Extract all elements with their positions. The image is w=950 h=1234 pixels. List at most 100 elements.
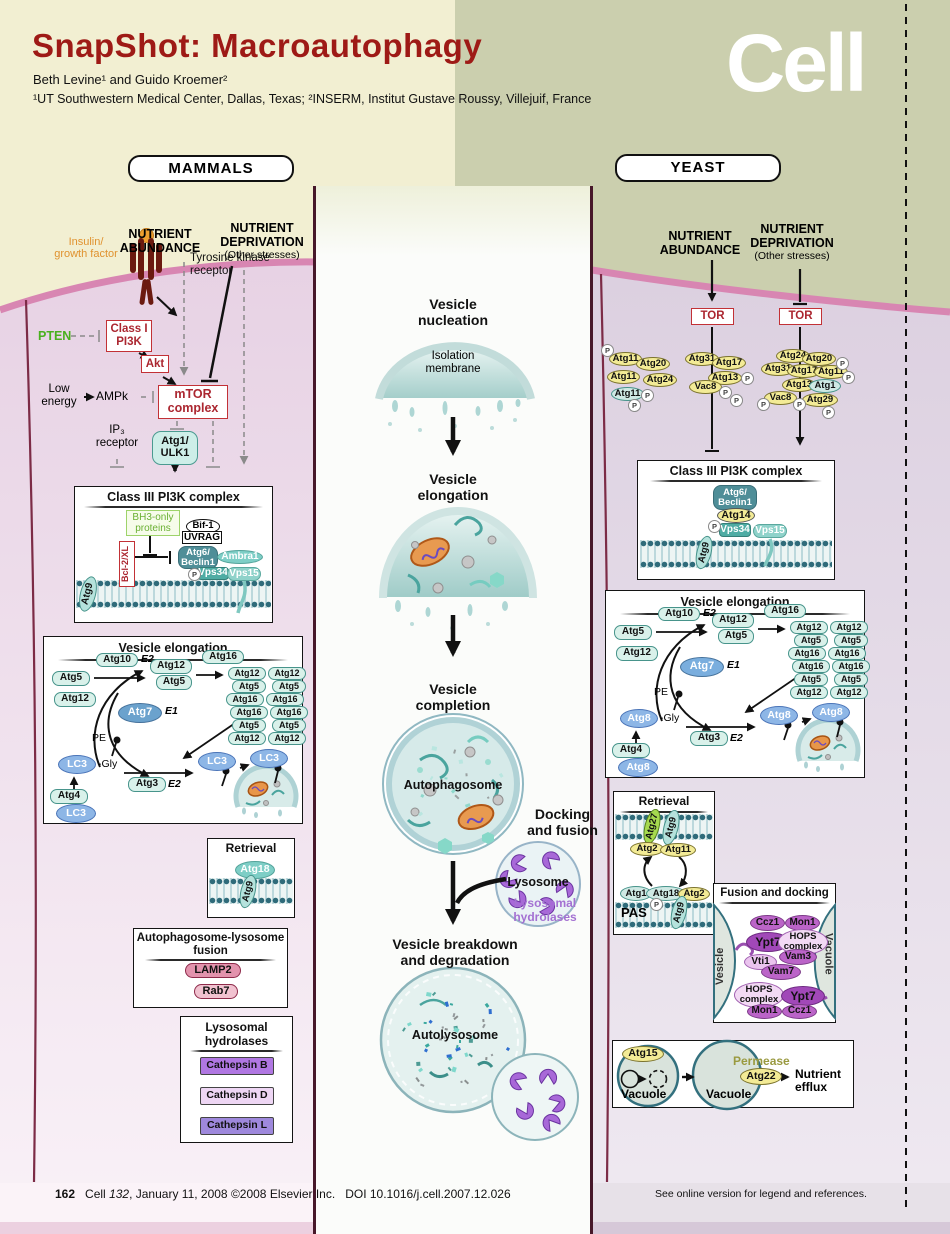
atg1-ulk1-box: Atg1/ ULK1 <box>152 431 198 465</box>
ip3-receptor-label: IP₃ receptor <box>95 424 139 449</box>
stage-completion: Vesicle completion <box>415 681 491 714</box>
cluster-pill: Atg16 <box>792 660 830 673</box>
panel-yeast-label: YEAST <box>615 154 781 182</box>
pten-label: PTEN <box>38 329 72 343</box>
yeast-deprivation-label: NUTRIENT DEPRIVATION <box>750 222 834 250</box>
phospho-badge: P <box>730 394 743 407</box>
atg-oval: Atg20 <box>802 352 836 366</box>
vam3-blob: Vam3 <box>779 949 817 965</box>
atg-oval: Atg1 <box>809 379 841 393</box>
atg14-oval: Atg14 <box>717 508 755 523</box>
atg22-oval: Atg22 <box>740 1068 782 1085</box>
journal-logo: Cell <box>726 18 867 109</box>
atg-oval: Atg31 <box>685 352 719 366</box>
atg5-pill: Atg5 <box>614 625 652 640</box>
stage-docking: Docking and fusion <box>527 806 598 839</box>
divider <box>650 480 822 482</box>
cluster-pill: Atg16 <box>828 647 866 660</box>
gly-label: -Gly <box>660 712 680 724</box>
vacuole1-label: Vacuole <box>621 1087 667 1101</box>
cluster-pill: Atg5 <box>272 680 306 693</box>
pe-label: PE <box>654 686 669 698</box>
cluster-pill: Atg12 <box>228 667 266 680</box>
lc3-oval: LC3 <box>58 755 96 774</box>
affiliation: ¹UT Southwestern Medical Center, Dallas,… <box>33 92 592 106</box>
phospho-badge: P <box>822 406 835 419</box>
autolysosome-label: Autolysosome <box>411 1028 499 1042</box>
mammals-deprivation-label: NUTRIENT DEPRIVATION <box>220 221 304 249</box>
yeast-retrieval-membrane-bottom <box>615 902 713 928</box>
mini-autophagosome-graphic <box>795 717 861 772</box>
vam7-blob: Vam7 <box>761 964 801 980</box>
cathepsin-d: Cathepsin D <box>200 1087 274 1105</box>
permease-label: Permease <box>733 1054 790 1068</box>
atg-oval: Atg29 <box>802 393 838 407</box>
ccz1-blob: Ccz1 <box>750 915 785 931</box>
cluster-pill: Atg5 <box>232 719 266 732</box>
cluster-pill: Atg12 <box>228 732 266 745</box>
mammals-stresses-label: (Other stresses) <box>224 249 300 261</box>
atg6-beclin1-blob: Atg6/ Beclin1 <box>713 485 757 510</box>
panel-mammals-label: MAMMALS <box>128 155 294 182</box>
phospho-badge: P <box>757 398 770 411</box>
atg7-blob: Atg7 <box>118 703 162 723</box>
yeast-abundance-label: NUTRIENT ABUNDANCE <box>659 229 741 257</box>
ambra1-blob: Ambra1 <box>217 550 263 564</box>
phospho-badge: P <box>601 344 614 357</box>
atg2-oval: Atg2 <box>630 842 664 856</box>
mini-autophagosome-graphic <box>233 763 299 818</box>
cluster-pill: Atg12 <box>830 686 868 699</box>
divider <box>620 811 708 813</box>
mammals-hydrolases-title: Lysosomal hydrolases <box>204 1020 269 1048</box>
yeast-docking-title: Fusion and docking <box>720 887 829 899</box>
vps34-blob: Vps34 <box>719 523 751 537</box>
bif1-oval: Bif-1 <box>186 519 220 534</box>
atg11-oval: Atg11 <box>660 843 696 857</box>
bottom-strip-right <box>593 1222 950 1234</box>
ypt7-blob: Ypt7 <box>781 986 825 1006</box>
yeast-retrieval-title: Retrieval <box>638 794 690 808</box>
cathepsin-l: Cathepsin L <box>200 1117 274 1135</box>
cluster-pill: Atg5 <box>232 680 266 693</box>
atg15-oval: Atg15 <box>622 1046 664 1062</box>
mon1-blob: Mon1 <box>747 1004 782 1019</box>
cluster-pill: Atg12 <box>790 621 828 634</box>
footer-bg-left <box>0 1183 316 1224</box>
lc3-oval: LC3 <box>198 752 236 771</box>
mammals-elongation-box: Vesicle elongation Atg5 Atg10 E2 Atg12 A… <box>43 636 308 824</box>
akt-box: Akt <box>141 355 169 373</box>
e2-label: E2 <box>730 732 743 744</box>
class1-pi3k-box: Class I PI3K <box>106 320 152 352</box>
atg12-pill: Atg12 <box>616 646 658 661</box>
autophagosome-label: Autophagosome <box>403 778 503 792</box>
atg4-pill: Atg4 <box>612 743 650 758</box>
phospho-badge: P <box>793 398 806 411</box>
page-number: 162 <box>55 1187 76 1201</box>
cluster-pill: Atg5 <box>794 634 828 647</box>
atg12-pill: Atg12 <box>54 692 96 707</box>
vps15-blob: Vps15 <box>753 524 787 538</box>
stage-nucleation: Vesicle nucleation <box>417 296 488 329</box>
atg3-pill: Atg3 <box>690 731 728 746</box>
tor-box-2: TOR <box>779 308 822 325</box>
low-energy-label: Low energy <box>41 383 77 408</box>
atg10-pill: Atg10 <box>96 653 138 667</box>
atg16-pill: Atg16 <box>764 604 806 618</box>
atg8-oval: Atg8 <box>760 706 798 725</box>
yeast-elongation-title: Vesicle elongation <box>680 595 790 609</box>
stage-elongation: Vesicle elongation <box>417 471 489 504</box>
atg16-pill: Atg16 <box>202 650 244 664</box>
yeast-class3-title: Class III PI3K complex <box>669 464 803 478</box>
cluster-pill: Atg16 <box>230 706 268 719</box>
vacuole2-label: Vacuole <box>706 1087 752 1101</box>
divider <box>190 1050 283 1052</box>
volume: 132 <box>109 1187 130 1201</box>
doi: DOI 10.1016/j.cell.2007.12.026 <box>345 1187 511 1201</box>
cluster-pill: Atg5 <box>834 634 868 647</box>
cluster-pill: Atg5 <box>272 719 306 732</box>
atg6-beclin1-blob: Atg6/ Beclin1 <box>178 546 218 569</box>
phospho-badge: P <box>641 389 654 402</box>
nutrient-efflux-label: Nutrient efflux <box>795 1067 841 1095</box>
insulin-label: Insulin/ growth factor <box>54 236 118 261</box>
